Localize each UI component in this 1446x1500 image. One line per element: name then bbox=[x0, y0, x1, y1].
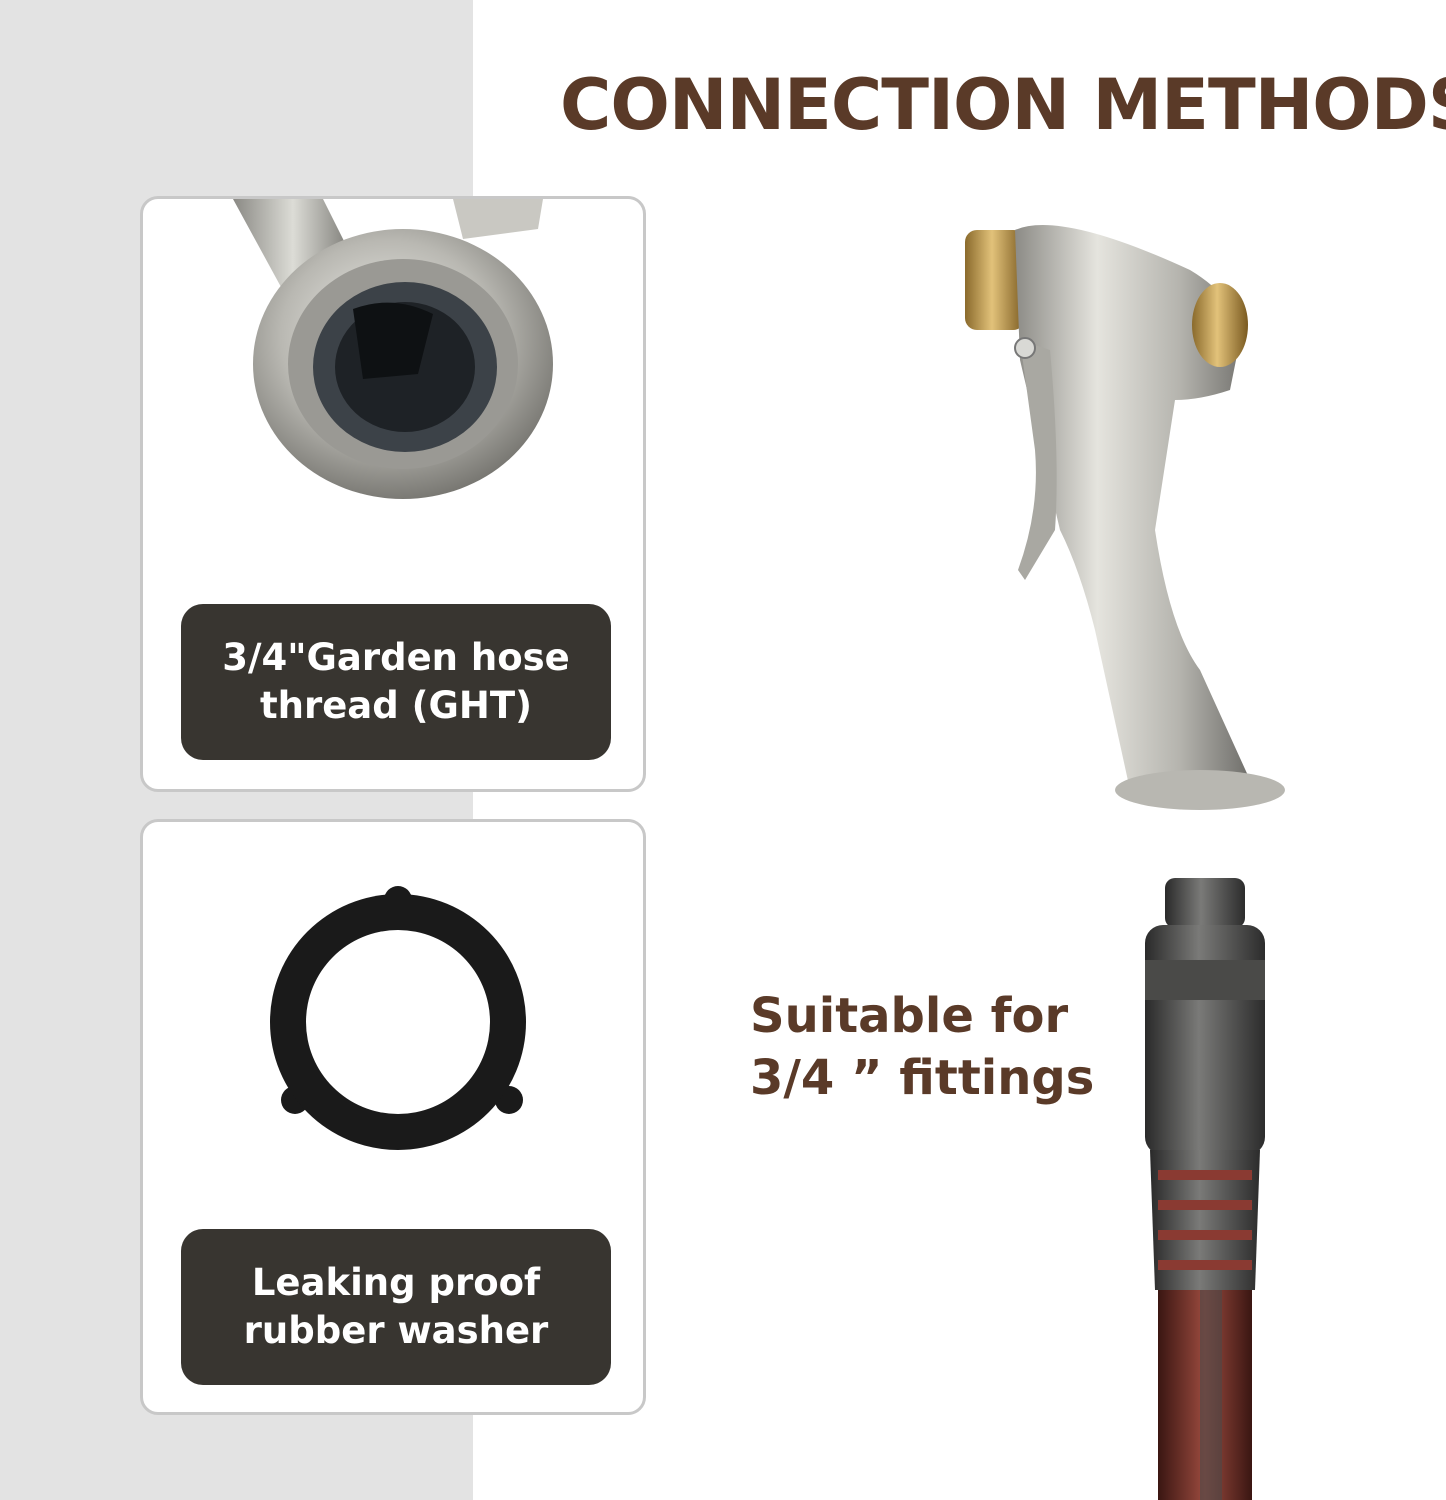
ght-thread-photo-icon bbox=[233, 199, 553, 499]
spray-nozzle-photo-icon bbox=[965, 225, 1285, 810]
thread-card: 3/4"Garden hose thread (GHT) bbox=[140, 196, 646, 792]
washer-caption: Leaking proof rubber washer bbox=[181, 1229, 611, 1385]
hose-end-fitting-photo-icon bbox=[1145, 878, 1265, 1500]
washer-card: Leaking proof rubber washer bbox=[140, 819, 646, 1415]
rubber-washer-photo-icon bbox=[270, 886, 526, 1150]
fitting-note: Suitable for 3/4 ” fittings bbox=[750, 988, 1095, 1107]
page-title: CONNECTION METHODS bbox=[560, 64, 1446, 146]
thread-caption: 3/4"Garden hose thread (GHT) bbox=[181, 604, 611, 760]
